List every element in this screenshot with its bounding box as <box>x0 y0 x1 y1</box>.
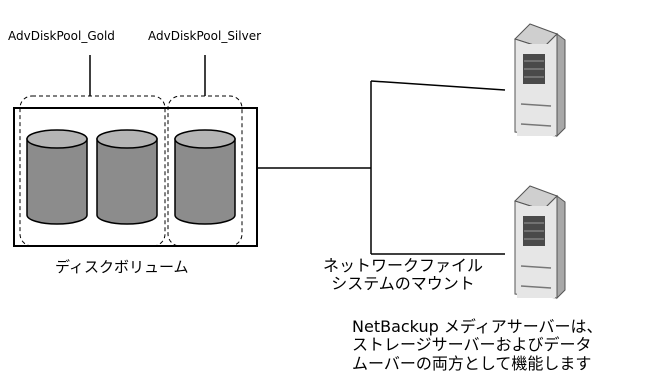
pool-gold-label: AdvDiskPool_Gold <box>8 29 115 43</box>
media-server-line-1: NetBackup メディアサーバーは、 <box>352 317 603 336</box>
disk-icon <box>26 129 88 225</box>
disk-volume-label: ディスクボリューム <box>55 258 189 276</box>
server-top-link <box>370 80 506 91</box>
disk-icon <box>96 129 158 225</box>
server-icon <box>514 185 566 299</box>
media-server-line-3: ムーバーの両方として機能します <box>352 353 592 373</box>
server-icon <box>514 23 566 137</box>
pool-gold-outline <box>19 95 166 247</box>
disk-icon <box>174 129 236 225</box>
nfs-mount-label: ネットワークファイル システムのマウント <box>296 256 510 294</box>
nfs-mount-line-2: システムのマウント <box>331 274 475 294</box>
pool-silver-label: AdvDiskPool_Silver <box>148 29 262 43</box>
media-server-line-2: ストレージサーバーおよびデータ <box>352 335 592 355</box>
media-server-description: NetBackup メディアサーバーは、 ストレージサーバーおよびデータ ムーバ… <box>352 317 603 373</box>
nfs-mount-line-1: ネットワークファイル <box>322 256 483 275</box>
